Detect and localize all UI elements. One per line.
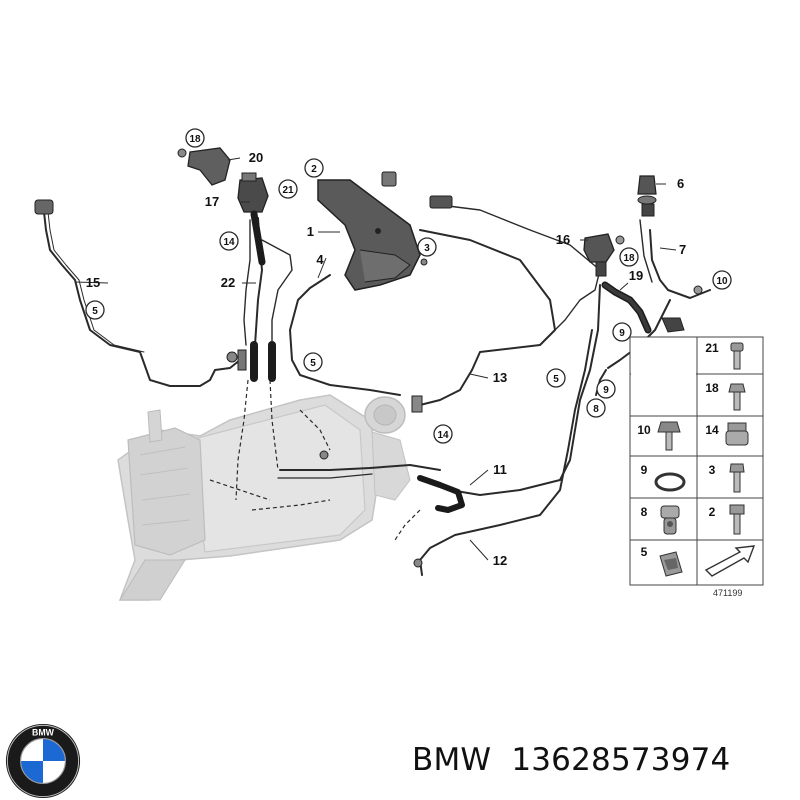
logo-lettering: BMW xyxy=(32,728,55,738)
callout-leaders xyxy=(74,157,677,561)
circled-10: 10 xyxy=(716,276,728,287)
table-label-10: 10 xyxy=(637,423,651,437)
table-label-9: 9 xyxy=(641,463,648,477)
circled-2: 2 xyxy=(311,164,317,175)
table-label-18: 18 xyxy=(705,381,719,395)
callout-20: 20 xyxy=(249,150,263,165)
sensor-16 xyxy=(583,233,615,263)
table-label-21: 21 xyxy=(705,341,719,355)
callout-1: 1 xyxy=(307,224,314,239)
bolt-21-icon xyxy=(730,342,744,370)
sensor-6 xyxy=(637,175,657,195)
arrow-icon xyxy=(704,545,756,577)
circled-21: 21 xyxy=(282,185,294,196)
circled-5-right: 5 xyxy=(553,374,559,385)
caption-part-number: 13628573974 xyxy=(511,742,731,778)
callout-15: 15 xyxy=(86,275,100,290)
circled-3: 3 xyxy=(424,243,430,254)
circled-18-right: 18 xyxy=(623,253,635,264)
parts-table: 21 18 10 14 9 3 8 xyxy=(629,336,764,586)
circled-9: 9 xyxy=(619,328,625,339)
diagram-reference-number: 471199 xyxy=(713,588,742,598)
particulate-filter-drawing xyxy=(117,394,411,601)
sensor-17 xyxy=(237,177,269,213)
clip-5-icon xyxy=(659,551,683,577)
bolt-3-icon xyxy=(729,463,745,493)
table-label-2: 2 xyxy=(709,505,716,519)
cap-14-icon xyxy=(725,422,749,446)
callout-4: 4 xyxy=(316,252,324,267)
table-label-5: 5 xyxy=(641,545,648,559)
circled-14-top: 14 xyxy=(223,237,235,248)
callout-19: 19 xyxy=(629,268,643,283)
banjo-8-icon xyxy=(660,505,680,535)
callout-numbers: 1 4 6 7 11 12 13 15 16 17 19 20 22 xyxy=(86,150,686,568)
circled-18-top: 18 xyxy=(189,134,201,145)
table-label-14: 14 xyxy=(705,423,719,437)
callout-6: 6 xyxy=(677,176,684,191)
table-label-3: 3 xyxy=(709,463,716,477)
callout-12: 12 xyxy=(493,553,507,568)
components xyxy=(34,147,703,568)
sensor-20 xyxy=(187,147,231,186)
washer-9-icon xyxy=(654,472,686,492)
callout-7: 7 xyxy=(679,242,686,257)
bolt-18-icon xyxy=(728,383,746,411)
bolt-2-icon xyxy=(729,504,745,535)
table-label-8: 8 xyxy=(641,505,648,519)
circled-5-mid: 5 xyxy=(310,358,316,369)
callout-22: 22 xyxy=(221,275,235,290)
circled-9-lower: 9 xyxy=(603,385,609,396)
bolt-10-icon xyxy=(657,421,681,451)
circled-14-bottom: 14 xyxy=(437,430,449,441)
leader-lines xyxy=(209,379,421,541)
circled-5-left: 5 xyxy=(92,306,98,317)
product-caption: BMW 13628573974 xyxy=(412,742,730,778)
callout-17: 17 xyxy=(205,194,219,209)
caption-brand: BMW xyxy=(412,742,492,778)
callout-11: 11 xyxy=(493,462,507,477)
bmw-logo: BMW xyxy=(5,723,81,799)
callout-16: 16 xyxy=(556,232,570,247)
circled-callouts xyxy=(85,128,732,444)
callout-13: 13 xyxy=(493,370,507,385)
circled-callout-labels: 18 2 21 14 3 5 5 5 14 18 10 9 9 8 xyxy=(92,134,728,441)
circled-8: 8 xyxy=(593,404,599,415)
